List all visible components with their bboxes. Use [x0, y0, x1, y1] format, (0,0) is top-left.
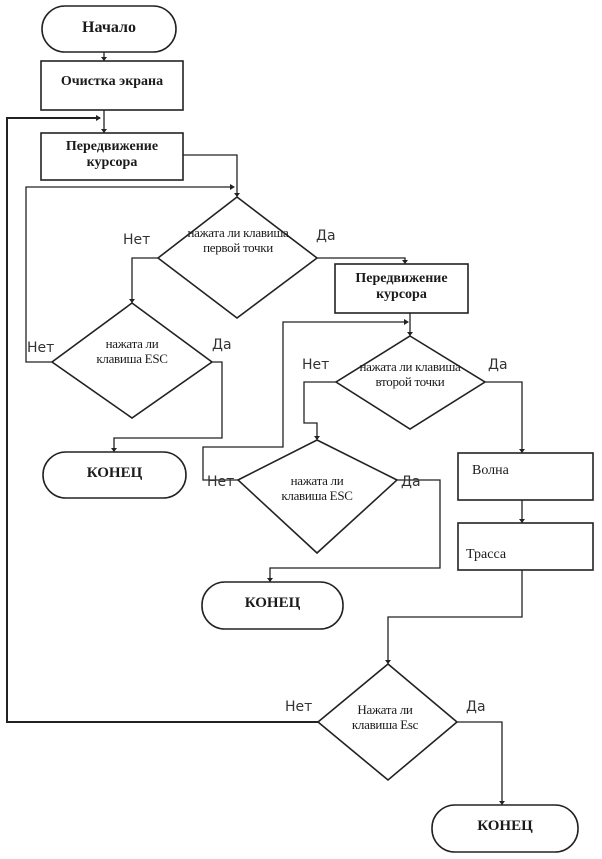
- arrow-icon: [519, 449, 525, 453]
- decision-esc-3-no: Нет: [285, 699, 313, 715]
- end-label-2: КОНЕЦ: [244, 595, 301, 611]
- connector-route-d5: [387, 570, 523, 664]
- decision-second-point-no: Нет: [302, 357, 330, 373]
- connector-d1-yes: [317, 257, 406, 264]
- decision-second-point-label: нажата ли клавиша второй точки: [359, 359, 461, 389]
- arrow-icon: [101, 57, 107, 61]
- arrow-icon: [407, 332, 413, 336]
- move-cursor-box-1: [40, 132, 184, 181]
- arrow-icon: [129, 299, 135, 303]
- decision-first-point-yes: Да: [316, 228, 336, 244]
- decision-second-point: [334, 335, 487, 430]
- end-terminal-3: [431, 804, 579, 853]
- decision-esc-1: [50, 302, 214, 419]
- end-terminal-2: [201, 581, 344, 630]
- arrow-icon: [234, 193, 240, 197]
- move-cursor-box-2: [334, 263, 469, 314]
- arrow-icon: [519, 519, 525, 523]
- arrow-icon: [499, 801, 505, 805]
- decision-esc-2-label: нажата ли клавиша ESC: [281, 473, 353, 503]
- arrow-icon: [404, 319, 409, 325]
- connector-d2-yes: [113, 361, 223, 452]
- end-terminal-1: [42, 451, 187, 499]
- arrow-icon: [314, 436, 320, 440]
- decision-esc-3: [316, 662, 459, 782]
- decision-second-point-yes: Да: [488, 357, 508, 373]
- decision-esc-3-yes: Да: [466, 699, 486, 715]
- start-label: Начало: [82, 19, 136, 36]
- move-cursor-label-1: Передвижение курсора: [65, 139, 159, 171]
- decision-esc-3-label: Нажата ли клавиша Esc: [351, 702, 419, 732]
- decision-esc-1-no: Нет: [27, 340, 55, 356]
- end-label-3: КОНЕЦ: [477, 818, 533, 834]
- arrow-icon: [402, 260, 408, 264]
- connector-d1-no: [131, 257, 158, 303]
- decision-esc-1-label: нажата ли клавиша ESC: [96, 336, 168, 366]
- arrow-icon: [111, 448, 117, 452]
- arrow-icon: [267, 578, 273, 582]
- decision-esc-2: [236, 439, 399, 555]
- connector-move1-d1: [183, 154, 238, 197]
- connector-d3-no: [303, 381, 336, 440]
- clear-screen-box: [40, 60, 184, 111]
- connector-d2-no-loop: [25, 186, 233, 363]
- connectors: [6, 52, 523, 805]
- connector-d5-yes: [457, 721, 503, 805]
- decision-esc-1-yes: Да: [212, 337, 232, 353]
- arrow-icon: [96, 115, 101, 121]
- end-label-1: КОНЕЦ: [86, 465, 143, 481]
- arrow-icon: [230, 184, 235, 190]
- decision-esc-2-yes: Да: [401, 474, 421, 490]
- connector-d4-no-loop: [202, 321, 407, 481]
- route-box: [457, 522, 594, 571]
- wave-label: Волна: [472, 463, 509, 478]
- decision-first-point-no: Нет: [123, 232, 151, 248]
- decision-first-point-label: нажата ли клавиша первой точки: [187, 225, 289, 255]
- clear-screen-label: Очистка экрана: [60, 74, 164, 89]
- connector-d4-yes: [269, 479, 441, 582]
- arrow-icon: [385, 660, 391, 664]
- decision-first-point: [156, 195, 319, 320]
- arrowheads: [96, 57, 525, 805]
- wave-box: [457, 452, 594, 501]
- route-label: Трасса: [466, 547, 507, 562]
- arrow-icon: [101, 129, 107, 133]
- connector-d3-yes: [485, 381, 523, 453]
- decision-esc-2-no: Нет: [207, 474, 235, 490]
- start-terminal: [41, 5, 177, 53]
- connector-loop-main: [6, 117, 318, 723]
- move-cursor-label-2: Передвижение курсора: [355, 271, 448, 303]
